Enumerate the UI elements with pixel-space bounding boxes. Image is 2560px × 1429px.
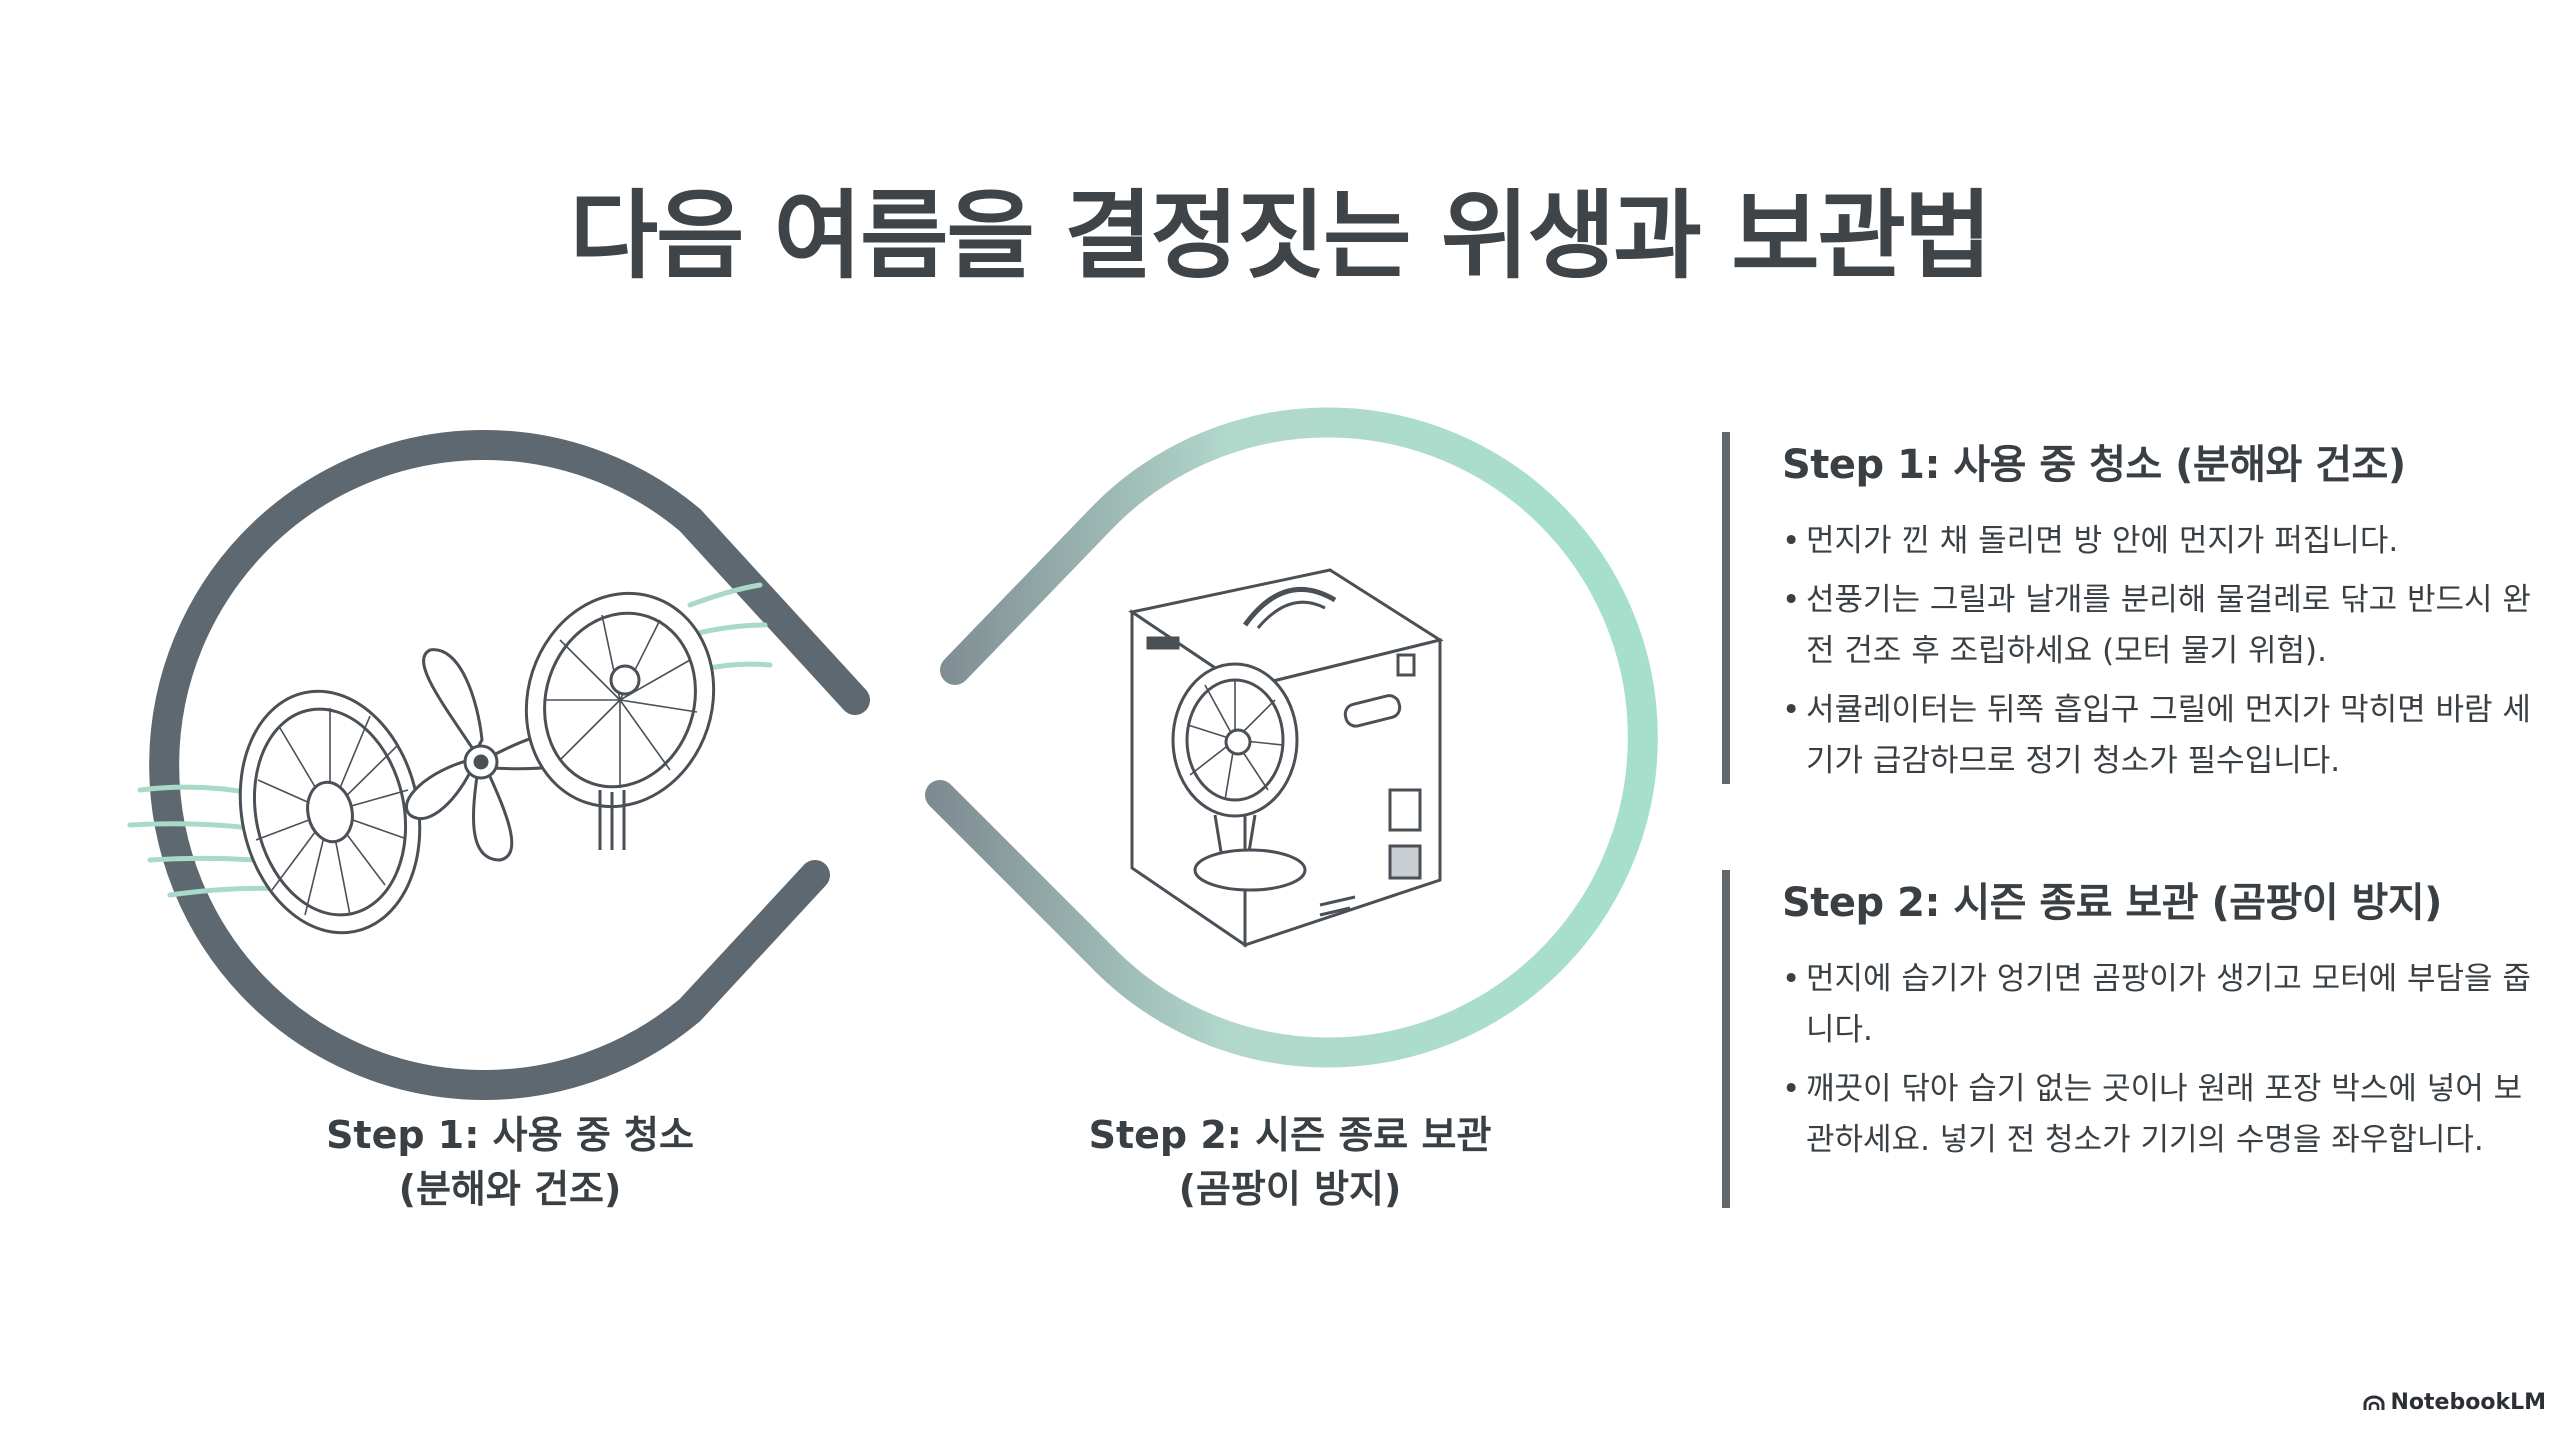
step1-bullet-list: 먼지가 낀 채 돌리면 방 안에 먼지가 퍼집니다. 선풍기는 그릴과 날개를 … <box>1782 516 2542 787</box>
step1-caption-line2: (분해와 건조) <box>398 1167 622 1211</box>
step1-heading: Step 1: 사용 중 청소 (분해와 건조) <box>1782 442 2406 488</box>
step1-bullet: 서큘레이터는 뒤쪽 흡입구 그릴에 먼지가 막히면 바람 세기가 급감하므로 정… <box>1782 685 2542 787</box>
notebooklm-brand: NotebookLM <box>2363 1390 2546 1415</box>
step2-bullet: 깨끗이 닦아 습기 없는 곳이나 원래 포장 박스에 넣어 보관하세요. 넣기 … <box>1782 1064 2542 1166</box>
boxed-fan-icon <box>1128 568 1444 948</box>
step2-caption-line1: Step 2: 시즌 종료 보관 <box>1088 1113 1492 1157</box>
notebooklm-logo-icon <box>2363 1395 2385 1410</box>
step2-caption-line2: (곰팡이 방지) <box>1178 1167 1402 1211</box>
step1-panel: Step 1: 사용 중 청소 (분해와 건조) 먼지가 낀 채 돌리면 방 안… <box>1722 432 2542 784</box>
step2-bullet: 먼지에 습기가 엉기면 곰팡이가 생기고 모터에 부담을 줍니다. <box>1782 954 2542 1056</box>
step1-caption-line1: Step 1: 사용 중 청소 <box>326 1113 694 1157</box>
step1-diagram-caption: Step 1: 사용 중 청소 (분해와 건조) <box>280 1108 740 1216</box>
step2-diagram-caption: Step 2: 시즌 종료 보관 (곰팡이 방지) <box>1040 1108 1540 1216</box>
loop-right-arc <box>925 407 1658 1068</box>
step2-panel: Step 2: 시즌 종료 보관 (곰팡이 방지) 먼지에 습기가 엉기면 곰팡… <box>1722 870 2542 1208</box>
loop-left-arc <box>149 430 870 1100</box>
step1-bullet: 먼지가 낀 채 돌리면 방 안에 먼지가 퍼집니다. <box>1782 516 2542 567</box>
step2-heading: Step 2: 시즌 종료 보관 (곰팡이 방지) <box>1782 880 2442 926</box>
step1-bullet: 선풍기는 그릴과 날개를 분리해 물걸레로 닦고 반드시 완전 건조 후 조립하… <box>1782 575 2542 677</box>
step2-bullet-list: 먼지에 습기가 엉기면 곰팡이가 생기고 모터에 부담을 줍니다. 깨끗이 닦아… <box>1782 954 2542 1166</box>
page-title: 다음 여름을 결정짓는 위생과 보관법 <box>569 180 1993 292</box>
disassembled-fan-icon <box>238 591 716 935</box>
brand-label: NotebookLM <box>2390 1390 2546 1415</box>
